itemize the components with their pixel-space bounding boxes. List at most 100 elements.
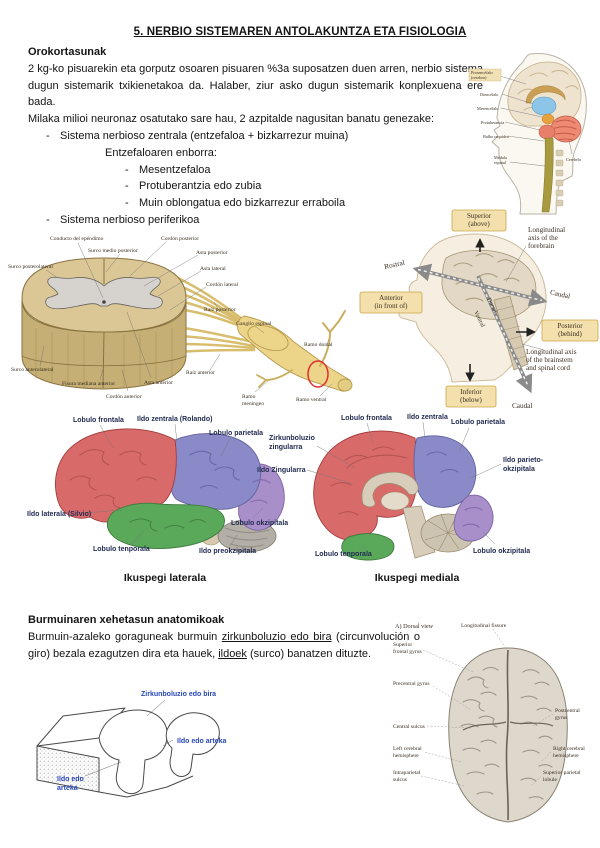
- dash-marker: -: [125, 197, 129, 210]
- paragraph: Milaka milioi neuronaz osatutako sare ha…: [28, 113, 435, 126]
- label-surco-posterolateral: Surco posterolateral: [8, 264, 53, 270]
- detail-paragraph: Burmuin-azaleko goraguneak burmuin zirku…: [28, 629, 420, 663]
- section-heading: Burmuinaren xehetasun anatomikoak: [28, 614, 225, 626]
- label-asta-anterior: Asta anterior: [144, 380, 173, 386]
- central-sulcus-lines: [462, 721, 554, 731]
- label-ganglio: Ganglio espinal: [236, 321, 272, 327]
- medial-parietal-gyri: [426, 451, 459, 473]
- label-temporal-lobe: Lobulo tenporala: [93, 546, 150, 553]
- annotation-circle: [307, 360, 329, 388]
- figure-brain-medial: Lobulo frontala Ildo zentrala Lobulo par…: [257, 414, 544, 561]
- temporal-gyri: [129, 518, 206, 532]
- label-parietal-lobe: Lobulo parietala: [209, 430, 263, 437]
- spinal-ganglion: [247, 324, 289, 352]
- list-item: -Muin oblongatua edo bizkarrezur erraboi…: [28, 195, 483, 212]
- frontal-lobe: [55, 428, 177, 523]
- label-dorsal-view: A) Dorsal view: [395, 623, 434, 630]
- label-longitudinal-fissure: Longitudinal fissure: [461, 622, 507, 629]
- label-rostral: Rostral: [383, 259, 405, 271]
- label-occipital-lobe: Lobulo okzipitala: [473, 548, 530, 555]
- label-caudal-lower: Caudal: [512, 402, 532, 410]
- dash-marker: -: [46, 213, 50, 226]
- sub-heading: Entzefaloaren enborra:: [105, 146, 217, 159]
- anterior-median-fissure: [102, 331, 105, 389]
- label-central-sulcus: Ildo zentrala: [407, 414, 448, 421]
- label-cordon-posterior: Cordón posterior: [161, 236, 199, 242]
- label-raiz-posterior: Raíz posterior: [204, 307, 236, 313]
- leader-lines: [84, 423, 264, 547]
- leader-lines: [84, 699, 174, 777]
- label-central-sulcus: Central sulcus: [393, 724, 425, 730]
- list-item-text: Muin oblongatua edo bizkarrezur erraboil…: [139, 197, 346, 210]
- label-ramo-ventral: Ramo ventral: [296, 397, 327, 403]
- ramo-dorsal-branch: [319, 310, 346, 367]
- label-preoccipital-notch: Ildo preokzipitala: [199, 548, 256, 555]
- label-surco-anterolateral: Surco anterolateral: [11, 367, 54, 373]
- dash-marker: -: [125, 180, 129, 193]
- label-cerebelo: Cerebelo: [566, 157, 581, 162]
- label-occipital-lobe: Lobulo okzipitala: [231, 520, 288, 527]
- parietal-lobe: [169, 433, 262, 510]
- label-asta-lateral: Asta lateral: [200, 266, 226, 272]
- list-item: -Sistema nerbioso periferikoa: [28, 212, 483, 229]
- frontal-gyri: [69, 449, 157, 509]
- occipital-lobe-medial: [453, 494, 494, 542]
- label-frontal-lobe: Lobulo frontala: [341, 415, 392, 422]
- label-ramo-dorsal: Ramo dorsal: [304, 342, 333, 348]
- label-temporal-lobe: Lobulo tenporala: [315, 551, 372, 558]
- temporal-lobe: [107, 502, 225, 549]
- caption-lateral-view: Ikuspegi laterala: [123, 572, 207, 584]
- label-mesencefalo: Mesencéfalo: [477, 106, 498, 111]
- general-section: Orokortasunak 2 kg-ko pisuarekin eta gor…: [28, 44, 483, 229]
- list-item-text: Protuberantzia edo zubia: [139, 180, 262, 193]
- list-item: -Protuberantzia edo zubia: [28, 178, 483, 195]
- label-lateral-sulcus: Ildo laterala (Silvio): [27, 511, 91, 518]
- figure-brain-lateral: Lobulo frontala Ildo zentrala (Rolando) …: [27, 416, 288, 555]
- label-inferior-box: Inferior(below): [460, 388, 482, 404]
- midbrain: [541, 113, 555, 125]
- label-caudal-upper: Caudal: [549, 288, 571, 300]
- forebrain-axis-arrow: [412, 263, 548, 307]
- page-title: 5. NERBIO SISTEMAREN ANTOLAKUNTZA ETA FI…: [133, 26, 467, 38]
- label-surco-medio: Surco medio posterior: [88, 248, 138, 254]
- corpus-callosum: [525, 85, 566, 104]
- label-parieto-occipital-sulcus: Ildo parieto-okzipitala: [503, 457, 544, 473]
- ramo-meningeo-branch: [256, 369, 293, 388]
- leader-lines: [505, 245, 545, 351]
- base-edge: [98, 775, 194, 798]
- dash-marker: -: [46, 129, 50, 142]
- pons: [538, 124, 556, 140]
- figure-gyrus-sulcus-block: Zirkunboluzio edo bira Ildo edo arteka I…: [36, 691, 227, 798]
- label-anterior-box: Anterior(in front of): [374, 294, 408, 310]
- label-parietal-lobe: Lobulo parietala: [451, 419, 505, 426]
- thalamus-area: [380, 491, 410, 511]
- cerebrum: [507, 61, 582, 127]
- label-cingulate-sulcus: Ildo Zingularra: [257, 467, 306, 474]
- gray-matter-butterfly: [45, 276, 163, 310]
- brainstem-axis-arrow: [476, 275, 533, 394]
- label-raiz-anterior: Raíz anterior: [186, 370, 215, 376]
- label-cordon-anterior: Cordón anterior: [106, 394, 142, 400]
- leader-lines: [39, 241, 333, 397]
- label-frontal-lobe: Lobulo frontala: [73, 417, 124, 424]
- label-sulcus-right: Ildo edo arteka: [177, 738, 227, 745]
- gyrus-fold: [98, 709, 168, 795]
- longitudinal-fissure: [505, 649, 509, 821]
- figure-spinal-cord: Conducto del epéndimo Surco medio poster…: [8, 236, 353, 407]
- leader-lines: [306, 421, 502, 552]
- caption-medial-view: Ikuspegi mediala: [374, 572, 460, 584]
- list-item-text: Mesentzefaloa: [139, 163, 211, 176]
- cortical-sulci: [460, 666, 553, 800]
